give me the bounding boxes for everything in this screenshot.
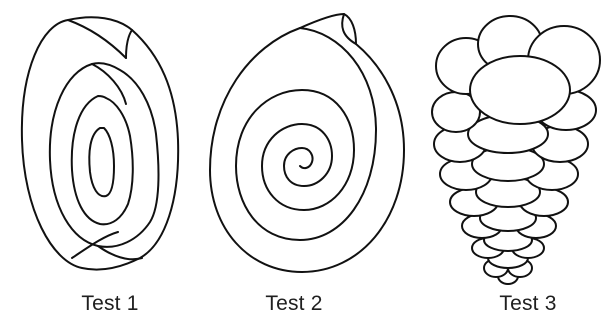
test-3-chamber-top-front — [470, 56, 570, 124]
test-1-caption: Test 1 — [50, 292, 170, 316]
test-3-caption: Test 3 — [468, 292, 588, 316]
test-2-caption: Test 2 — [234, 292, 354, 316]
test-2-spiral — [236, 28, 376, 240]
test-1-aperture-lip — [68, 20, 126, 58]
test-2-shell — [210, 14, 404, 272]
test-1-chamber-3 — [72, 96, 133, 224]
test-3-shell — [432, 16, 600, 284]
test-1-aperture-lip-2 — [126, 30, 132, 58]
test-1-chamber-2 — [50, 63, 159, 247]
test-1-lower-seam-2 — [98, 246, 142, 259]
test-1-chamber-4 — [89, 128, 114, 196]
test-1-shell — [22, 17, 178, 269]
test-1-outer-wall — [22, 17, 178, 269]
